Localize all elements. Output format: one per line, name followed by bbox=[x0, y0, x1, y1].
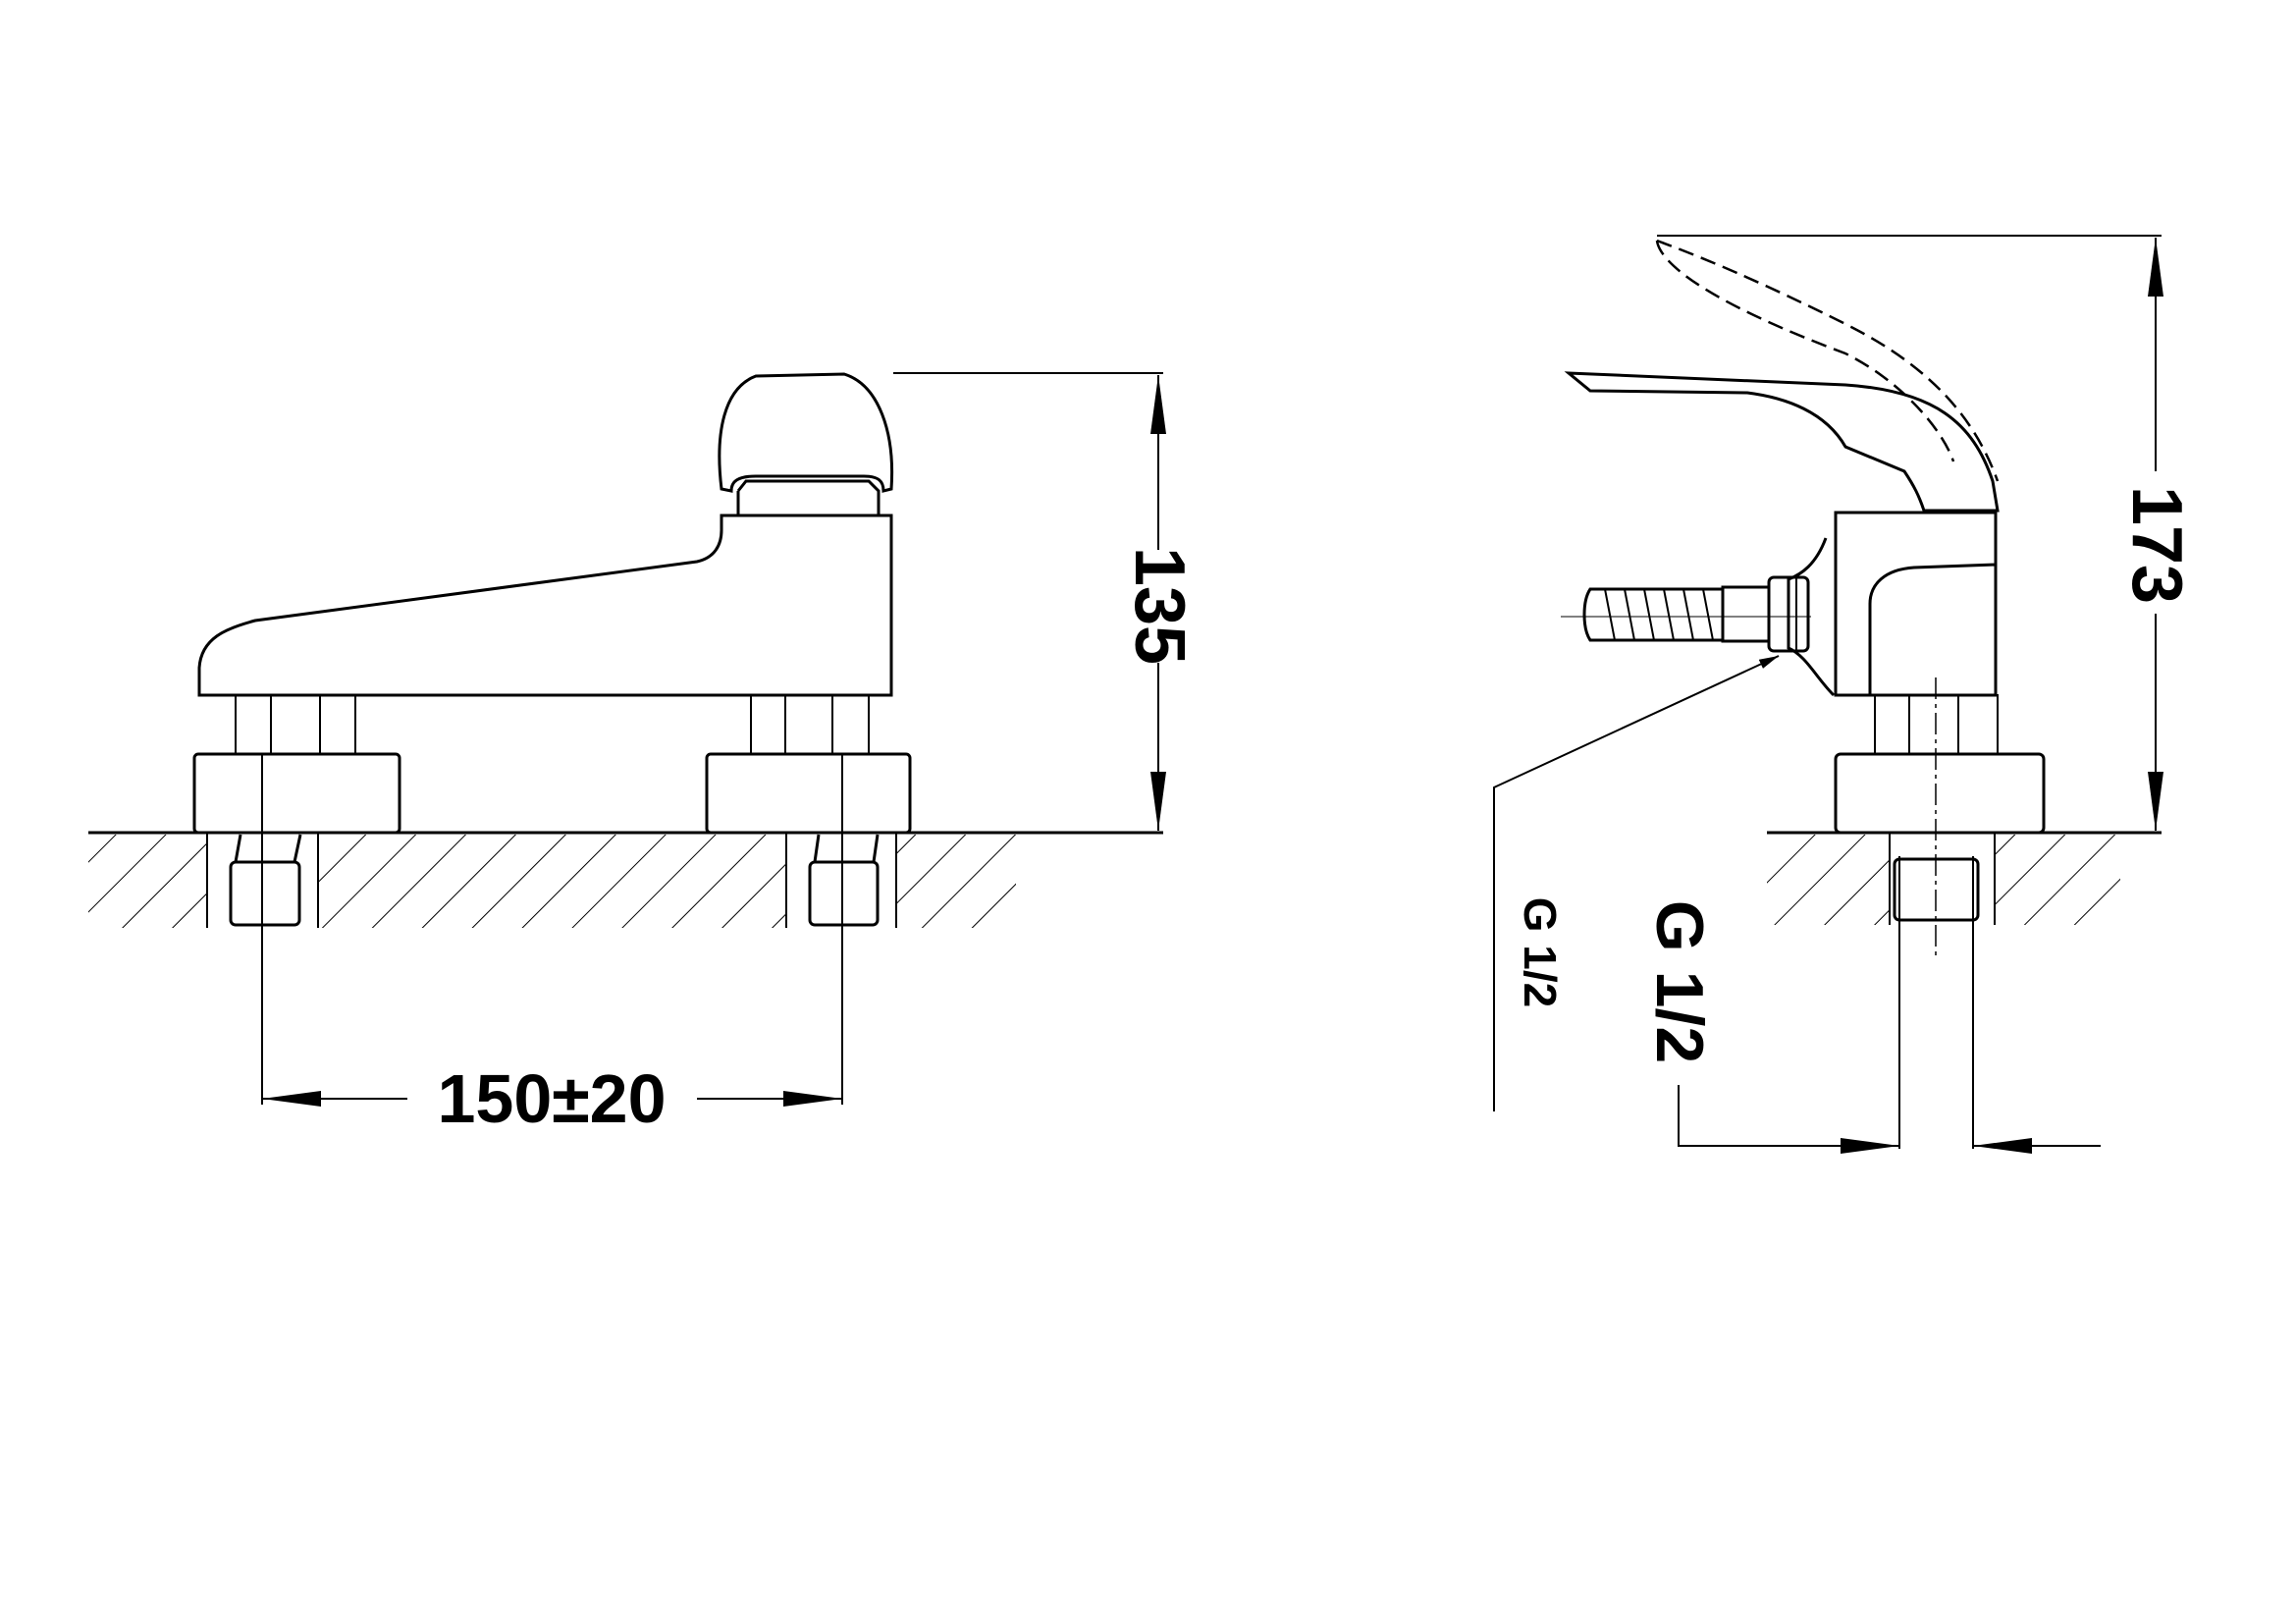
spacing-dimension-label: 150±20 bbox=[437, 1060, 666, 1137]
base-left bbox=[192, 752, 401, 835]
floor-section-side bbox=[1767, 831, 2162, 925]
outlet-thread-label: G 1/2 bbox=[1642, 900, 1717, 1063]
front-view: 150±20 135 bbox=[88, 372, 1199, 1137]
base-right bbox=[705, 752, 912, 835]
inlet-thread-label: G 1/2 bbox=[1515, 897, 1566, 1008]
side-view: 173 G 1/2 G 1/2 bbox=[1493, 235, 2196, 1154]
handle-cap bbox=[718, 372, 894, 493]
nuts bbox=[229, 834, 880, 927]
lever bbox=[1564, 371, 2000, 513]
floor-section-front bbox=[88, 831, 1163, 928]
lever-raised-outline bbox=[1655, 239, 2000, 482]
side-body bbox=[1834, 511, 1998, 697]
stems bbox=[235, 694, 870, 755]
side-base bbox=[1834, 752, 2046, 835]
faucet-body bbox=[197, 514, 893, 697]
inlet-connector bbox=[1561, 537, 1836, 697]
height-dimension-135: 135 bbox=[1120, 547, 1199, 665]
height-dimension-173: 173 bbox=[2117, 486, 2196, 604]
thread-icon bbox=[1582, 587, 1725, 642]
